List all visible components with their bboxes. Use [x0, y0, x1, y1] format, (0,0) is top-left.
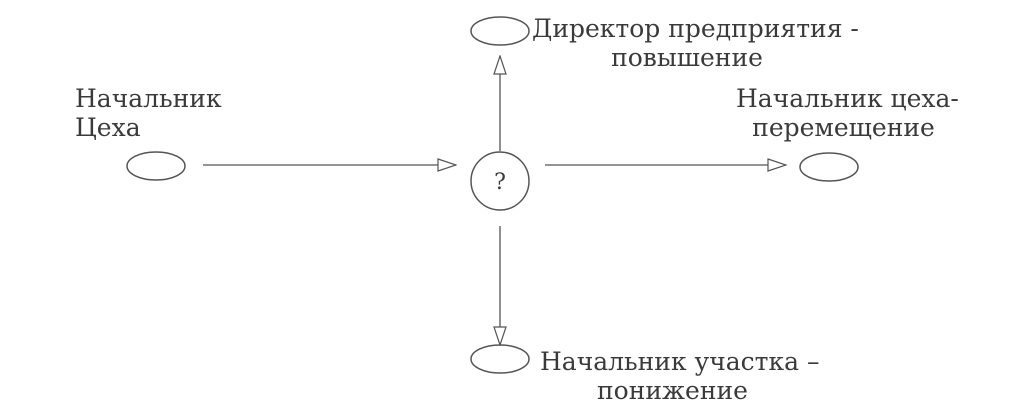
- node-right-label-line1: Начальник цеха-: [736, 84, 959, 113]
- node-left-label: Начальник Цеха: [75, 84, 222, 142]
- node-left-label-line2: Цеха: [75, 113, 141, 142]
- node-left-label-line1: Начальник: [75, 84, 222, 113]
- node-bottom-label-line2: понижение: [597, 376, 748, 405]
- node-right-label-line2: перемещение: [752, 113, 935, 142]
- node-top-label-line2: повышение: [611, 43, 763, 72]
- node-bottom-label-line1: Начальник участка –: [540, 347, 820, 376]
- center-question-mark: ?: [494, 170, 506, 195]
- node-top-label: Директор предприятия - повышение: [532, 14, 859, 72]
- node-top-ellipse: [470, 16, 530, 46]
- node-right-label: Начальник цеха- перемещение: [736, 84, 959, 142]
- node-bottom-label: Начальник участка – понижение: [540, 347, 820, 405]
- node-right-ellipse: [799, 152, 859, 182]
- center-question-circle: [470, 151, 530, 211]
- node-left-ellipse: [126, 151, 186, 181]
- node-bottom-ellipse: [470, 344, 530, 374]
- node-top-label-line1: Директор предприятия -: [532, 14, 859, 43]
